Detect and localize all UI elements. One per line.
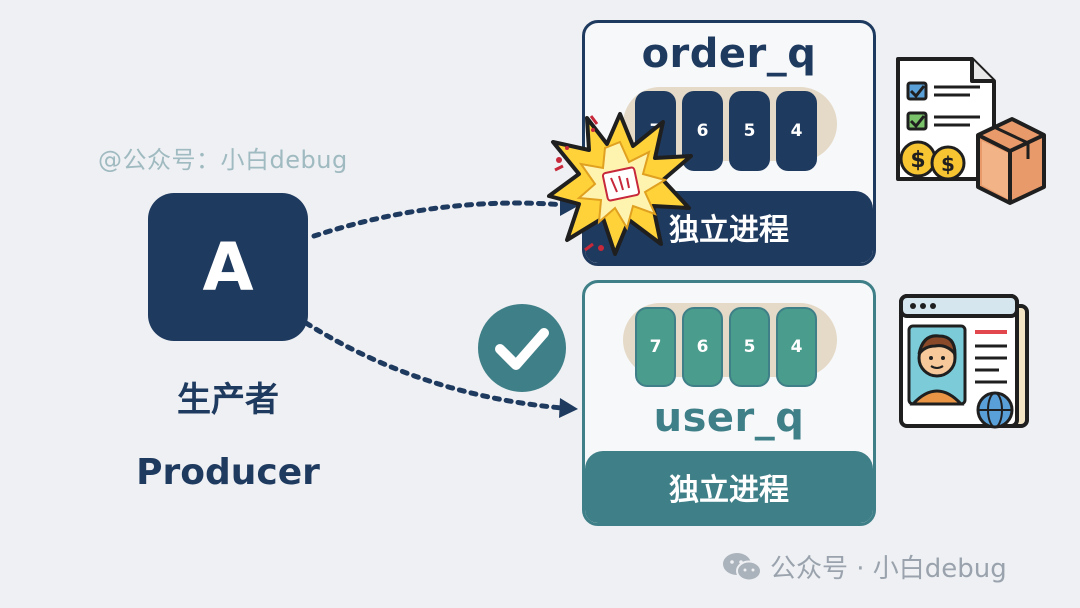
process-footer: 独立进程 — [585, 451, 873, 523]
user-profile-card-icon — [899, 294, 1029, 429]
producer-label-en: Producer — [136, 452, 320, 493]
user-queue-panel: 7 6 5 4 user_q 独立进程 — [582, 280, 876, 526]
queue-cell: 4 — [776, 91, 817, 171]
watermark-bottom: 公众号 · 小白debug — [722, 548, 1007, 585]
arrow-to-order-q — [311, 200, 568, 239]
producer-letter: A — [202, 228, 254, 306]
check-circle-icon — [478, 304, 566, 392]
queue-cell: 7 — [635, 307, 676, 387]
producer-box: A — [148, 193, 308, 341]
arrow-head-user-q — [559, 398, 578, 418]
order-checklist-box-icon: $ $ — [896, 57, 1046, 205]
queue-title: user_q — [653, 395, 805, 441]
svg-text:$: $ — [910, 148, 925, 173]
queue-cells: 7 6 5 4 — [635, 307, 817, 387]
watermark-top: @公众号：小白debug — [98, 146, 348, 174]
queue-cell: 4 — [776, 307, 817, 387]
explosion-icon — [547, 112, 693, 256]
svg-text:$: $ — [941, 152, 955, 176]
queue-cell: 5 — [729, 307, 770, 387]
wechat-icon — [723, 552, 762, 581]
queue-cell: 6 — [682, 307, 723, 387]
producer-label-cn: 生产者 — [177, 380, 279, 420]
queue-title: order_q — [641, 31, 817, 77]
watermark-bottom-text: 公众号 · 小白debug — [770, 554, 1007, 584]
queue-cell: 5 — [729, 91, 770, 171]
